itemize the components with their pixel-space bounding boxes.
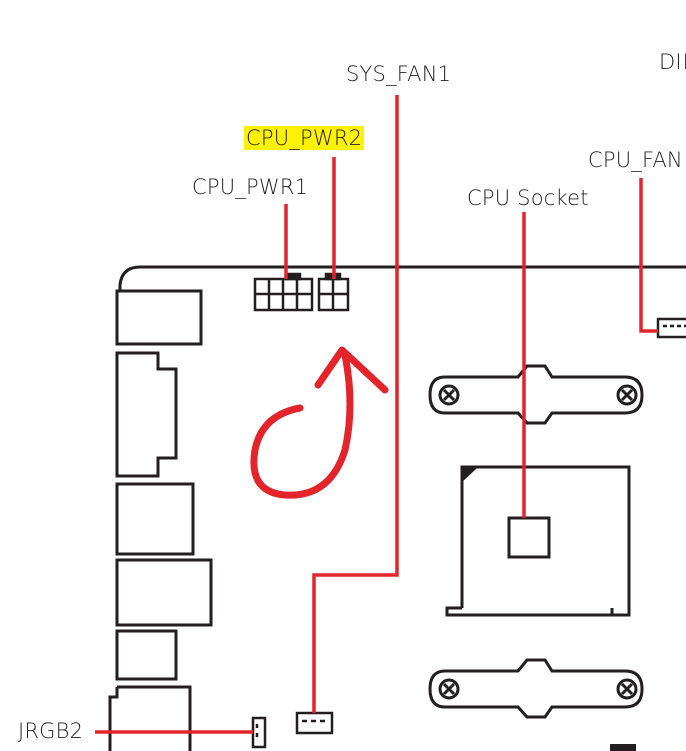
cpu-socket [445,465,631,617]
jrgb2-header [251,716,267,749]
rear-io-ports [108,289,213,751]
label-jrgb2: JRGB2 [18,719,84,743]
sys-fan1-header [295,711,334,735]
label-cpu-socket: CPU Socket [467,186,589,210]
sys-fan1-leader [312,95,399,713]
cpu-retention-bracket-top [428,364,644,425]
label-cpu-pwr2-text: CPU_PWR2 [244,126,365,150]
cpu-retention-bracket-bottom [428,658,644,719]
board-outline [118,265,686,290]
cpu-pwr1-connector [253,272,314,312]
cpu-fan-leader [639,178,658,333]
label-cpu-pwr1: CPU_PWR1 [192,175,309,199]
leader-lines [95,95,658,734]
cpu-pwr2-connector [317,272,350,312]
cpu-fan-header [656,317,686,339]
dimm-slot-edge [610,744,636,751]
label-dimm: DIM [659,50,686,74]
hand-drawn-arrow-annotation [250,346,389,499]
label-cpu-pwr2: CPU_PWR2 [244,126,365,150]
label-cpu-fan: CPU_FAN [588,148,683,172]
label-sys-fan1: SYS_FAN1 [346,62,452,86]
